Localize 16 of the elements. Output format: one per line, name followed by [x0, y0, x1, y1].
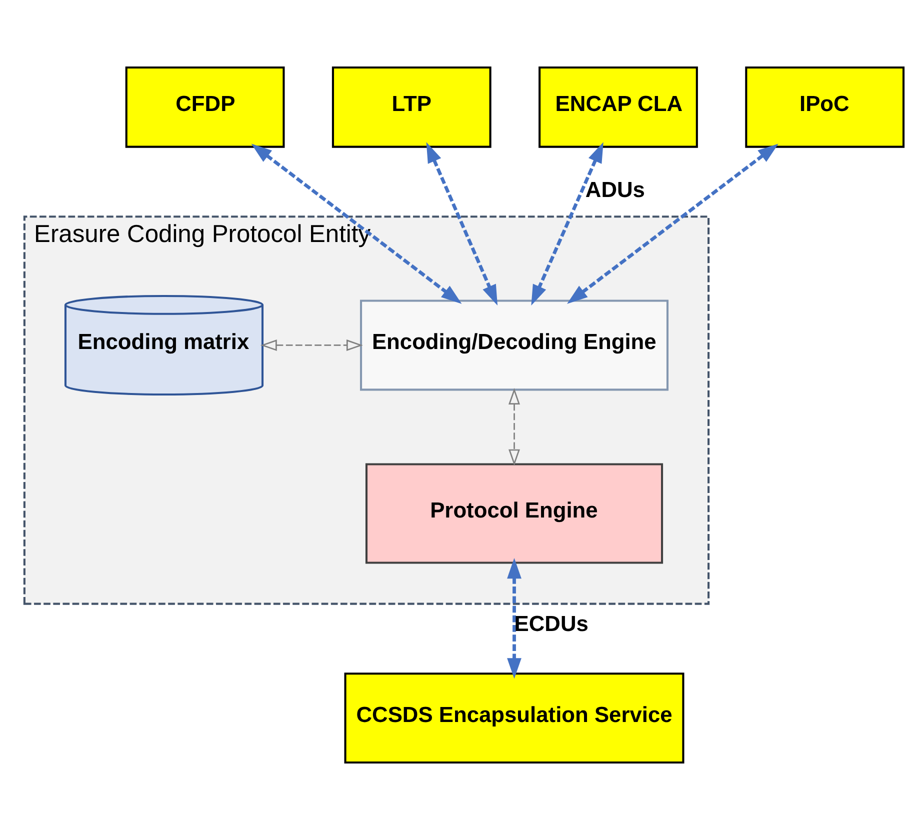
node-box: CCSDS Encapsulation Service	[344, 672, 684, 764]
arrow	[260, 338, 363, 350]
node-box: Encoding/Decoding Engine	[360, 299, 669, 390]
arrow	[567, 143, 778, 304]
arrow	[507, 558, 522, 678]
edge-label: ADUs	[585, 176, 645, 202]
node-box: CFDP	[125, 66, 285, 148]
arrow	[251, 143, 462, 304]
node-box: Protocol Engine	[365, 462, 664, 564]
edge-label: ECDUs	[514, 610, 588, 636]
arrow	[426, 142, 498, 305]
node-box: IPoC	[745, 66, 905, 148]
node-box: ENCAP CLA	[538, 66, 698, 148]
node-box: LTP	[332, 66, 492, 148]
arrow	[531, 142, 604, 305]
arrow	[508, 388, 520, 466]
